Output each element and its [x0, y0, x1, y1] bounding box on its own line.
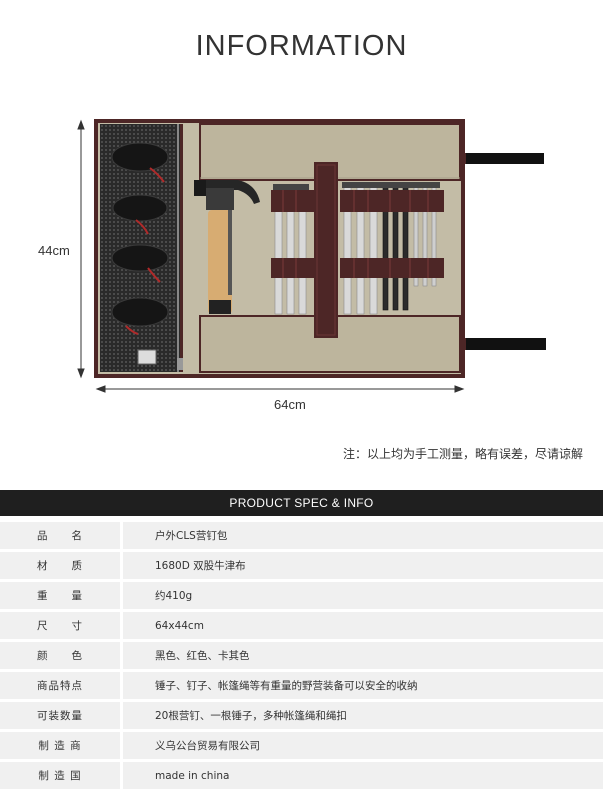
spec-value: 20根营钉、一根锤子，多种帐篷绳和绳扣 — [123, 702, 603, 729]
strap-top — [460, 153, 544, 164]
spec-row: 制 造 国 made in china — [0, 762, 603, 789]
height-dimension-line — [77, 119, 85, 379]
spec-row: 颜 色 黑色、红色、卡其色 — [0, 642, 603, 669]
spec-value: 黑色、红色、卡其色 — [123, 642, 603, 669]
spec-row: 制 造 商 义乌公台贸易有限公司 — [0, 732, 603, 759]
stake-heads — [273, 182, 440, 190]
width-dimension-line — [95, 385, 465, 393]
product-image — [77, 119, 546, 393]
spec-label: 制 造 商 — [0, 732, 120, 759]
center-strap — [314, 162, 338, 338]
holder-bands — [271, 190, 444, 278]
page-title: INFORMATION — [195, 30, 408, 62]
spec-label: 尺 寸 — [0, 612, 120, 639]
spec-value: 1680D 双股牛津布 — [123, 552, 603, 579]
spec-row: 品 名 户外CLS营钉包 — [0, 522, 603, 549]
mesh-pocket — [100, 124, 183, 372]
spec-row: 可装数量 20根营钉、一根锤子，多种帐篷绳和绳扣 — [0, 702, 603, 729]
spec-label: 材 质 — [0, 552, 120, 579]
spec-label: 品 名 — [0, 522, 120, 549]
spec-value: made in china — [123, 762, 603, 789]
spec-row: 材 质 1680D 双股牛津布 — [0, 552, 603, 579]
spec-value: 户外CLS营钉包 — [123, 522, 603, 549]
measurement-note: 注：以上均为手工测量，略有误差，尽请谅解 — [342, 447, 583, 461]
spec-value: 义乌公台贸易有限公司 — [123, 732, 603, 759]
spec-value: 锤子、钉子、帐篷绳等有重量的野营装备可以安全的收纳 — [123, 672, 603, 699]
spec-row: 重 量 约410g — [0, 582, 603, 609]
spec-header: PRODUCT SPEC & INFO — [0, 490, 603, 516]
spec-label: 重 量 — [0, 582, 120, 609]
spec-label: 颜 色 — [0, 642, 120, 669]
strap-bottom — [460, 338, 546, 350]
spec-value: 约410g — [123, 582, 603, 609]
spec-value: 64x44cm — [123, 612, 603, 639]
height-dimension-label: 44cm — [38, 243, 70, 258]
width-dimension-label: 64cm — [274, 397, 306, 412]
spec-row: 尺 寸 64x44cm — [0, 612, 603, 639]
spec-table: 品 名 户外CLS营钉包 材 质 1680D 双股牛津布 重 量 约410g 尺… — [0, 519, 603, 792]
spec-label: 商品特点 — [0, 672, 120, 699]
spec-label: 可装数量 — [0, 702, 120, 729]
hammer — [194, 180, 260, 314]
spec-row: 商品特点 锤子、钉子、帐篷绳等有重量的野营装备可以安全的收纳 — [0, 672, 603, 699]
spec-label: 制 造 国 — [0, 762, 120, 789]
